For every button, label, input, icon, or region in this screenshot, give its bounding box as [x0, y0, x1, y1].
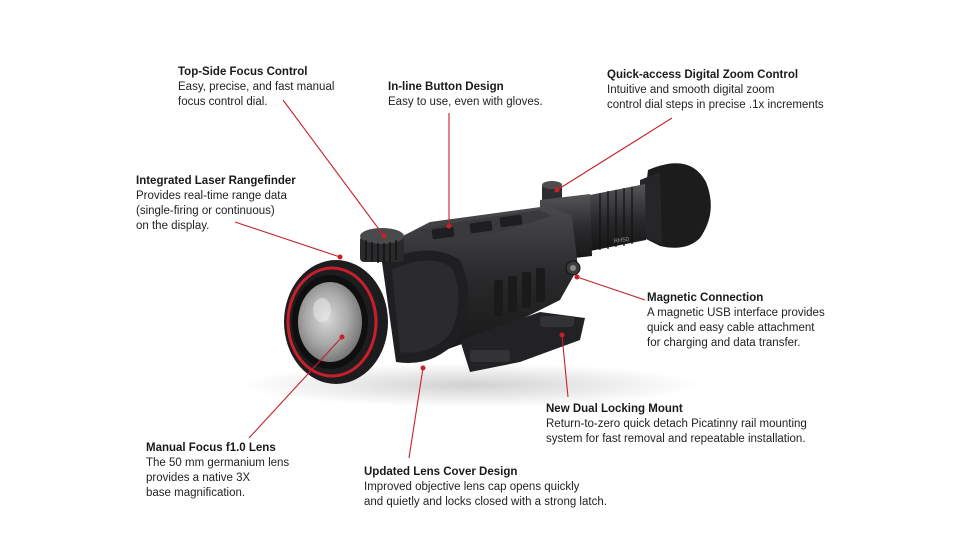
eyepiece [585, 163, 711, 252]
objective-housing [284, 260, 388, 384]
callout-text: Intuitive and smooth digital zoom [607, 84, 775, 96]
leader-digital-zoom [556, 117, 673, 191]
leader-lines [234, 99, 673, 459]
callout-text: on the display. [136, 220, 210, 232]
callout-laser-rangefinder: Integrated Laser Rangefinder Provides re… [136, 174, 296, 234]
focus-dial [360, 228, 404, 263]
locking-mount [460, 312, 585, 372]
leader-manual-focus-lens [248, 336, 343, 439]
callout-title: New Dual Locking Mount [546, 403, 683, 415]
callout-title: Magnetic Connection [647, 292, 764, 304]
callout-title: Integrated Laser Rangefinder [136, 175, 296, 187]
callout-title: Manual Focus f1.0 Lens [146, 442, 276, 454]
callout-text: Easy to use, even with gloves. [388, 96, 543, 108]
callout-text: The 50 mm germanium lens [146, 457, 290, 469]
callout-text: Provides real-time range data [136, 190, 287, 202]
callout-text: system for fast removal and repeatable i… [546, 433, 806, 445]
callout-text: focus control dial. [178, 96, 268, 108]
callout-text: quick and easy cable attachment [647, 322, 815, 334]
callout-lens-cover: Updated Lens Cover Design Improved objec… [364, 465, 607, 510]
leader-locking-mount [561, 334, 569, 398]
callout-text: A magnetic USB interface provides [647, 307, 825, 319]
leader-magnetic-connection [576, 276, 646, 301]
model-marking: RH50 [613, 237, 630, 245]
button-3 [499, 214, 523, 228]
leader-lens-cover [408, 367, 424, 459]
callout-text: Return-to-zero quick detach Picatinny ra… [546, 418, 807, 430]
callout-text: control dial steps in precise .1x increm… [607, 99, 824, 111]
callout-title: In-line Button Design [388, 81, 504, 93]
leader-laser-rangefinder [234, 221, 341, 258]
callout-text: provides a native 3X [146, 472, 251, 484]
callout-text: base magnification. [146, 487, 246, 499]
callout-magnetic-connection: Magnetic Connection A magnetic USB inter… [647, 291, 825, 351]
callout-button-design: In-line Button Design Easy to use, even … [388, 80, 543, 110]
lens-cap [382, 250, 469, 364]
callout-text: Easy, precise, and fast manual [178, 81, 335, 93]
callout-text: for charging and data transfer. [647, 337, 801, 349]
callout-text: and quietly and locks closed with a stro… [364, 496, 607, 508]
callout-title: Updated Lens Cover Design [364, 466, 518, 478]
callout-digital-zoom: Quick-access Digital Zoom Control Intuit… [607, 68, 824, 113]
callout-text: Improved objective lens cap opens quickl… [364, 481, 580, 493]
objective-lens [298, 282, 362, 362]
button-2 [469, 220, 493, 234]
button-1 [431, 226, 455, 240]
callout-text: (single-firing or continuous) [136, 205, 275, 217]
callout-title: Top-Side Focus Control [178, 66, 308, 78]
leader-focus-control [282, 99, 385, 237]
callout-title: Quick-access Digital Zoom Control [607, 69, 799, 81]
callout-focus-control: Top-Side Focus Control Easy, precise, an… [178, 65, 334, 110]
callout-manual-focus-lens: Manual Focus f1.0 Lens The 50 mm germani… [146, 441, 289, 501]
callout-locking-mount: New Dual Locking Mount Return-to-zero qu… [546, 402, 807, 447]
